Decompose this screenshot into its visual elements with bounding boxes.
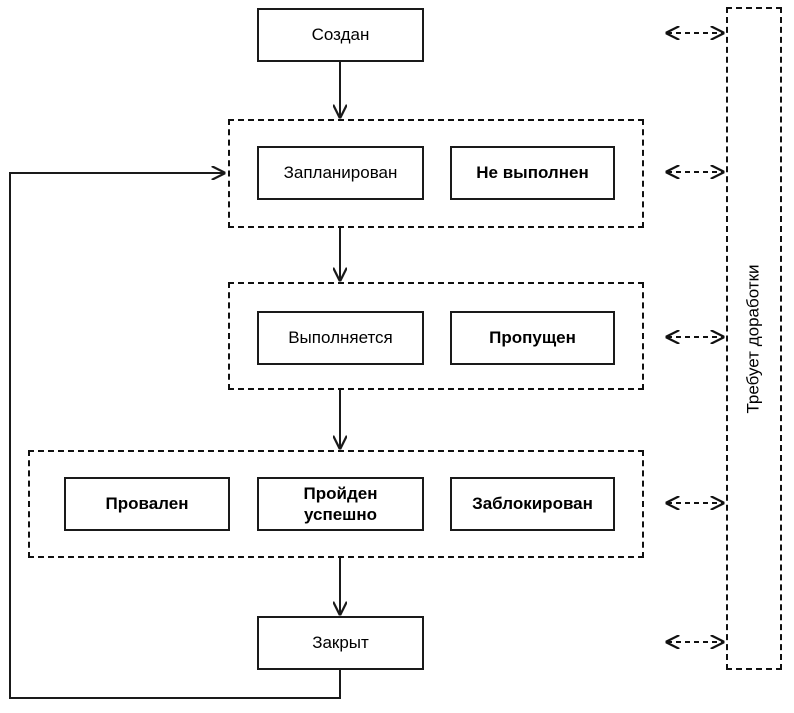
state-node-created[interactable]: Создан: [257, 8, 424, 62]
state-label-blocked: Заблокирован: [472, 494, 593, 514]
state-node-not-done[interactable]: Не выполнен: [450, 146, 615, 200]
state-label-created: Создан: [311, 25, 370, 45]
rework-panel[interactable]: Требует доработки: [726, 7, 782, 670]
feedback-loop-arrow: [9, 173, 341, 699]
state-label-not-done: Не выполнен: [476, 163, 589, 183]
rework-panel-label: Требует доработки: [744, 263, 764, 414]
state-label-skipped: Пропущен: [489, 328, 576, 348]
state-node-skipped[interactable]: Пропущен: [450, 311, 615, 365]
state-node-planned[interactable]: Запланирован: [257, 146, 424, 200]
state-node-blocked[interactable]: Заблокирован: [450, 477, 615, 531]
state-label-failed: Провален: [105, 494, 189, 514]
state-label-planned: Запланирован: [283, 163, 398, 183]
state-node-failed[interactable]: Провален: [64, 477, 230, 531]
state-label-passed: Пройден успешно: [303, 483, 378, 524]
state-label-closed: Закрыт: [312, 633, 369, 653]
group-planned-container: [228, 119, 644, 228]
state-label-in-progress: Выполняется: [288, 328, 393, 348]
state-node-closed[interactable]: Закрыт: [257, 616, 424, 670]
group-progress-container: [228, 282, 644, 390]
state-node-in-progress[interactable]: Выполняется: [257, 311, 424, 365]
group-results-container: [28, 450, 644, 558]
state-node-passed[interactable]: Пройден успешно: [257, 477, 424, 531]
